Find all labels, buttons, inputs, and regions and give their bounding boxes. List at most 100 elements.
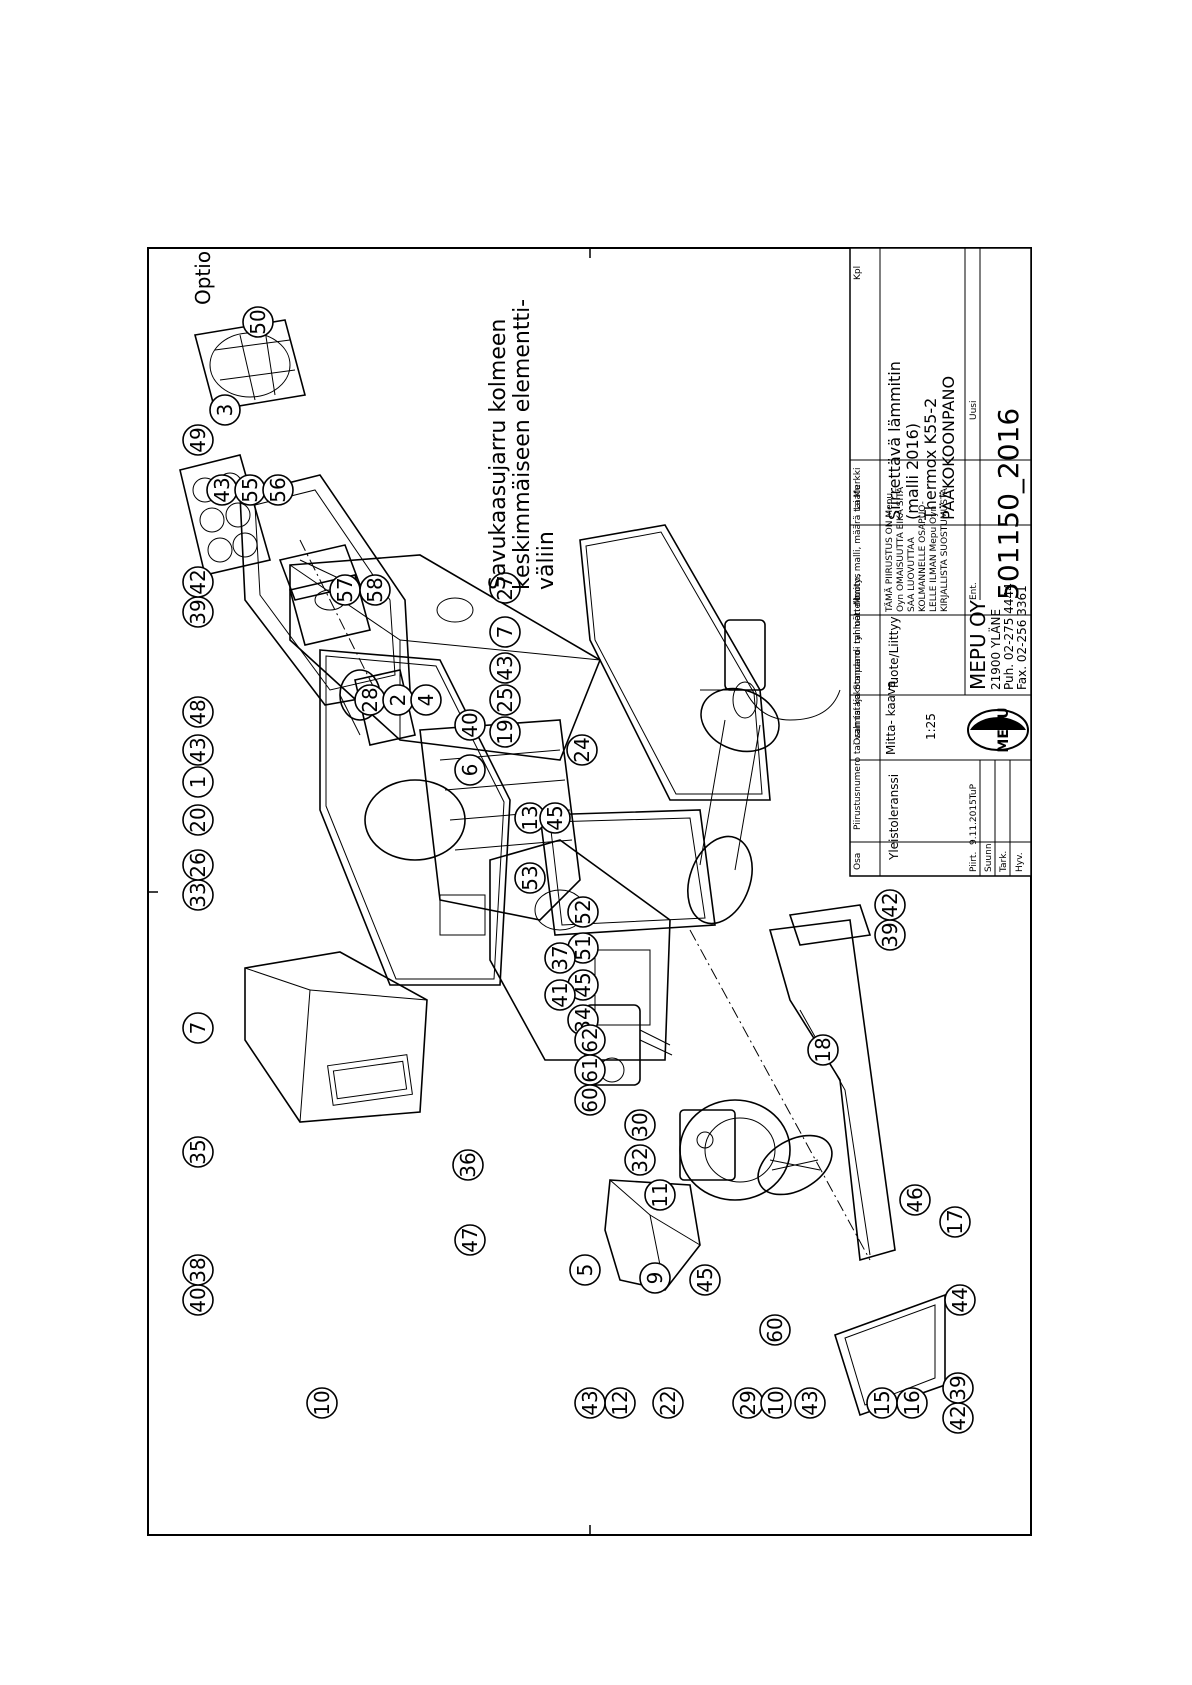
callout-32: 32	[624, 1144, 656, 1176]
callout-48: 48	[182, 696, 214, 728]
callout-42-right-label: 42	[878, 892, 902, 917]
part-6-tray	[539, 809, 716, 936]
callout-7b: 7	[489, 616, 521, 648]
callout-7a-label: 7	[186, 1022, 210, 1035]
callout-9-label: 9	[643, 1272, 667, 1285]
callout-9: 9	[639, 1262, 671, 1294]
part-49-plate	[179, 454, 272, 576]
callout-47-label: 47	[458, 1227, 482, 1252]
callout-16: 16	[896, 1387, 928, 1419]
callout-56: 56	[262, 474, 294, 506]
callout-60-label: 60	[578, 1087, 602, 1112]
callout-19: 19	[489, 716, 521, 748]
callout-4-label: 4	[414, 694, 438, 707]
callout-52: 52	[567, 896, 599, 928]
callout-27-label: 27	[493, 575, 517, 600]
callout-37: 37	[544, 942, 576, 974]
callout-2: 2	[382, 684, 414, 716]
callout-49: 49	[182, 424, 214, 456]
callout-42-top-label: 42	[186, 569, 210, 594]
hyv-label: Hyv.	[1015, 852, 1025, 872]
callout-40b-label: 40	[458, 712, 482, 737]
callout-16-label: 16	[900, 1390, 924, 1415]
company-logo: MEPU	[967, 707, 1029, 753]
callout-28-label: 28	[358, 687, 382, 712]
header-piirustusnumero: Piirustusnumero tai valmistaja	[853, 693, 863, 830]
callout-48-label: 48	[186, 699, 210, 724]
callout-26-label: 26	[186, 852, 210, 877]
callout-6: 6	[454, 754, 486, 786]
callout-53: 53	[514, 862, 546, 894]
callout-43c: 43	[182, 734, 214, 766]
tuote-label: Tuote/Liittyy	[887, 616, 901, 691]
callout-6-label: 6	[458, 764, 482, 777]
centerline-1	[689, 929, 871, 1261]
callout-20-label: 20	[186, 807, 210, 832]
callout-13-label: 13	[518, 805, 542, 830]
callout-36-label: 36	[456, 1152, 480, 1177]
callout-10: 10	[760, 1387, 792, 1419]
callout-15-label: 15	[870, 1390, 894, 1415]
callout-50: 50	[242, 306, 274, 338]
callout-20: 20	[182, 804, 214, 836]
callout-46-label: 46	[903, 1187, 927, 1212]
title-block: Osa Piirustusnumero tai valmistaja Osan …	[849, 247, 1032, 877]
callout-60b-label: 60	[763, 1317, 787, 1342]
company-address: 21900 YLÄNE	[988, 609, 1003, 690]
callout-11: 11	[644, 1179, 676, 1211]
rights-line-5: LELLE ILMAN Mepu Oyn	[929, 506, 939, 612]
part-7-panel-right	[579, 524, 771, 801]
callout-49-label: 49	[186, 427, 210, 452]
callout-53-label: 53	[518, 865, 542, 890]
callout-58: 58	[359, 574, 391, 606]
callout-40b: 40	[454, 709, 486, 741]
callout-50-label: 50	[246, 309, 270, 334]
rights-line-1: TÄMÄ PIIRUSTUS ON Mepu	[884, 493, 895, 613]
callout-44: 44	[944, 1284, 976, 1316]
part-wheel-assembly	[687, 687, 780, 925]
callout-46: 46	[899, 1184, 931, 1216]
exploded-parts	[179, 319, 946, 1417]
piirt-label: Piirt.	[969, 852, 979, 872]
logo-text: MEPU	[996, 707, 1012, 752]
callout-45b-label: 45	[543, 805, 567, 830]
callout-24: 24	[566, 734, 598, 766]
callout-5: 5	[569, 1254, 601, 1286]
mittakaava-label: Mitta- kaava	[884, 681, 898, 756]
callout-12-label: 12	[608, 1390, 632, 1415]
callout-57: 57	[329, 574, 361, 606]
piirt-value: 9.11.2015TuP	[969, 783, 979, 845]
callout-30: 30	[624, 1109, 656, 1141]
callout-43a-label: 43	[578, 1390, 602, 1415]
callout-7b-label: 7	[493, 626, 517, 639]
header-muoto: Muoto, malli, määrä tai Merkki	[853, 468, 863, 605]
part-7-panel-left	[319, 649, 511, 986]
callout-41-label: 41	[548, 982, 572, 1007]
part-17-18-rails	[768, 904, 896, 1262]
callout-43e: 43	[489, 652, 521, 684]
callout-45b: 45	[539, 802, 571, 834]
suunn-label: Suunn.	[984, 841, 994, 872]
note-line-1: Savukaasujarru kolmeen	[486, 319, 511, 590]
callout-43c-label: 43	[186, 737, 210, 762]
drawing-number: 501150_2016	[992, 408, 1025, 600]
callout-18-label: 18	[811, 1037, 835, 1062]
callout-5-label: 5	[573, 1264, 597, 1277]
uusi-label: Uusi	[969, 401, 979, 420]
company-name: MEPU OY	[966, 599, 990, 690]
callout-41: 41	[544, 979, 576, 1011]
callout-57-label: 57	[333, 577, 357, 602]
mittakaava-value: 1:25	[924, 713, 938, 740]
callout-15: 15	[866, 1387, 898, 1419]
note-text: Savukaasujarru kolmeen keskimmäiseen ele…	[486, 299, 559, 590]
product-line-1: Siirrettävä lämmitin	[885, 361, 904, 520]
product-line-3: Thermox K55-2	[921, 398, 940, 521]
part-fan-assembly	[679, 1099, 833, 1201]
callout-7a: 7	[182, 1012, 214, 1044]
part-1-hood	[289, 554, 601, 761]
callout-19-label: 19	[493, 719, 517, 744]
option-label: Optio	[191, 251, 215, 305]
